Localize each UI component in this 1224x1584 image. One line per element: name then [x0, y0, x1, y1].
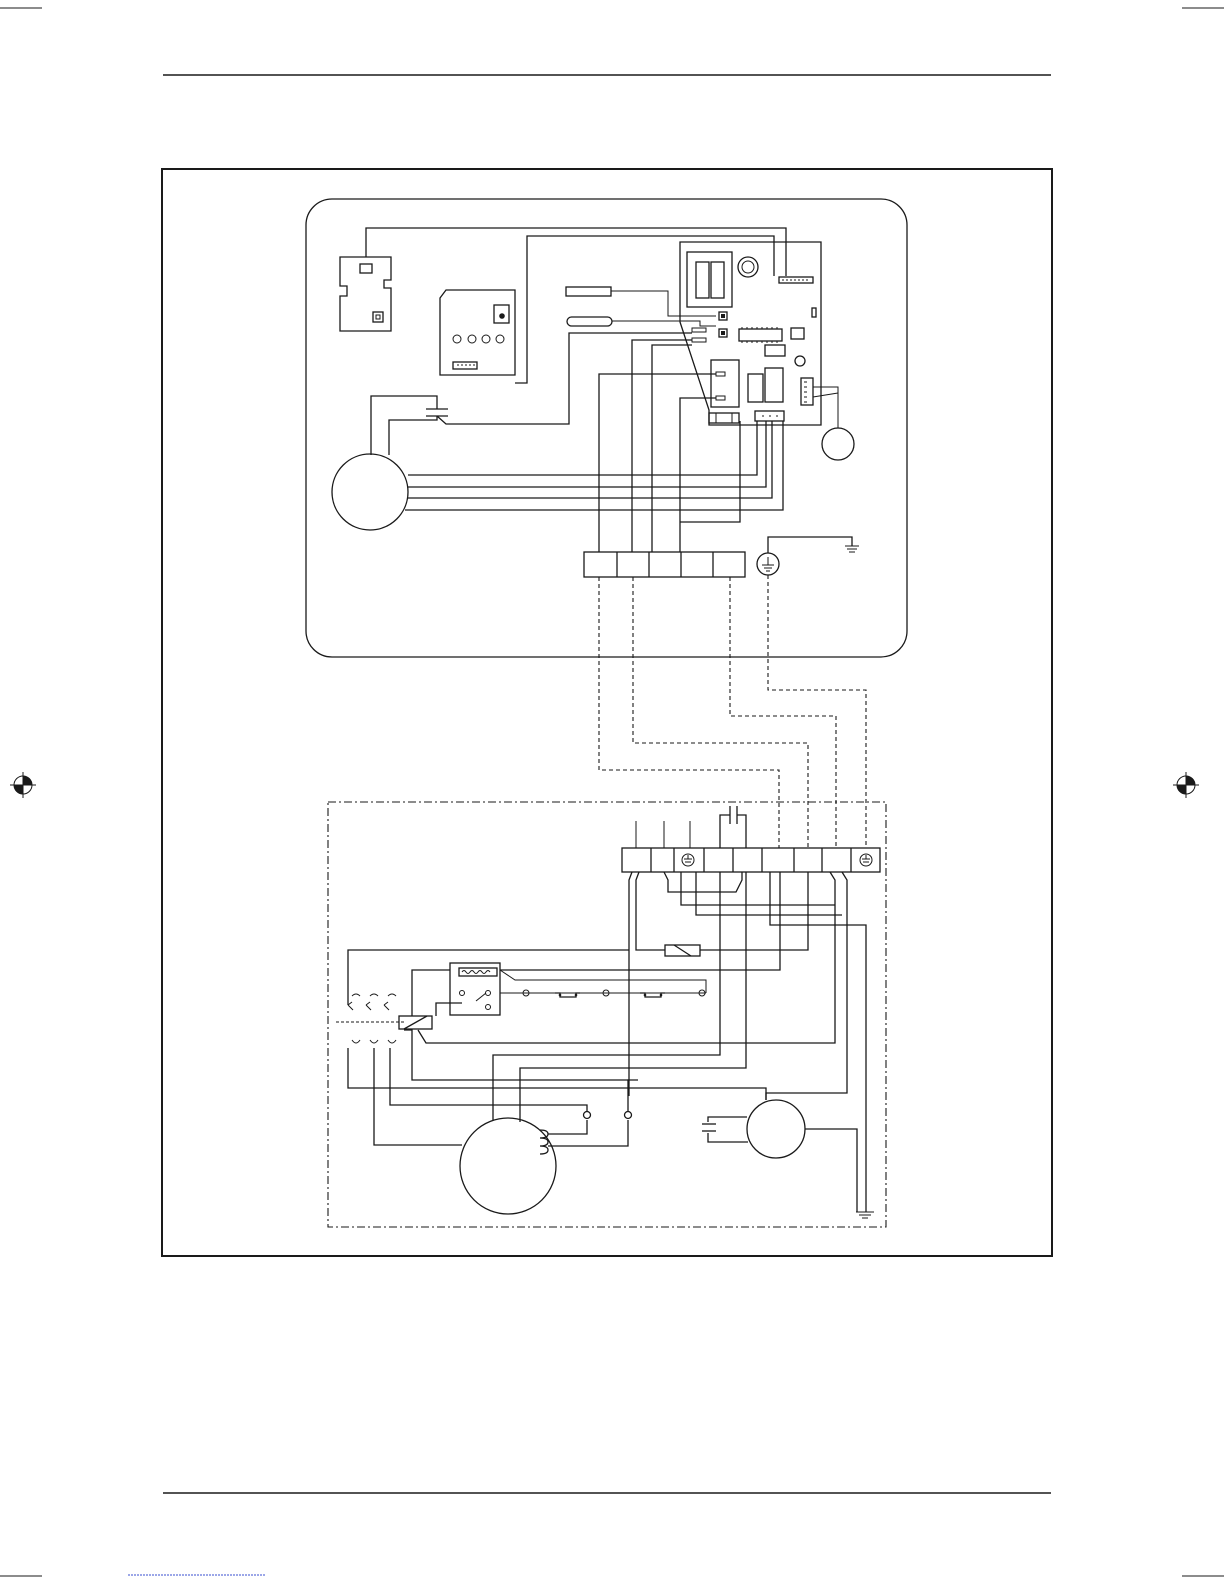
pipe-temperature-sensor: [567, 317, 716, 326]
indoor-fan-motor-wires: [405, 421, 783, 510]
crop-marks: [0, 8, 1224, 1576]
outdoor-ground-symbol: [856, 1210, 874, 1218]
indoor-unit-enclosure: [306, 199, 907, 657]
room-temperature-sensor: [566, 287, 716, 316]
interconnecting-cables: [599, 575, 866, 848]
compressor-contactor: [336, 950, 766, 1145]
outdoor-unit: [328, 802, 886, 1227]
indoor-fan-motor: [332, 454, 408, 530]
indoor-ground-terminal: [757, 537, 859, 575]
outdoor-fan-motor: [702, 1100, 857, 1212]
fan-capacitor: [371, 333, 692, 455]
registration-mark-left: [10, 772, 36, 798]
overload-protector: [436, 963, 706, 1016]
indoor-sensor: [822, 428, 854, 460]
indoor-unit: [306, 199, 907, 657]
registration-mark-right: [1173, 772, 1199, 798]
indoor-terminal-block: [584, 552, 745, 577]
outdoor-fuse: [665, 945, 700, 956]
display-board: [440, 236, 774, 383]
outdoor-terminal-block: [622, 848, 880, 872]
diagram-frame: [162, 169, 1052, 1256]
outdoor-terminal-capacitor: [720, 806, 746, 848]
compressor: [460, 1080, 638, 1214]
outdoor-terminal-wiring: [418, 872, 866, 1210]
